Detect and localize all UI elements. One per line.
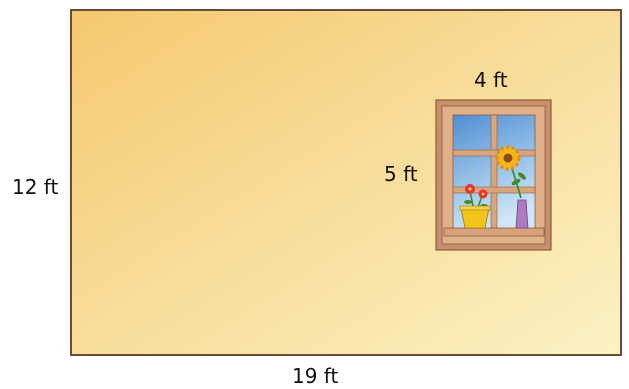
wall-height-label: 12 ft bbox=[12, 175, 59, 199]
vase bbox=[515, 199, 529, 229]
window-mullion-horizontal-2 bbox=[452, 186, 536, 194]
window-width-label: 4 ft bbox=[474, 68, 508, 92]
wall-width-label: 19 ft bbox=[292, 364, 339, 388]
window-height-label: 5 ft bbox=[384, 162, 418, 186]
flower-pot bbox=[460, 207, 490, 229]
window-mullion-vertical bbox=[490, 114, 498, 233]
potted-flower bbox=[459, 184, 491, 229]
sunflower-icon bbox=[495, 145, 521, 171]
window-sill bbox=[443, 227, 545, 237]
window-mullion-horizontal-1 bbox=[452, 149, 536, 157]
vase-sunflower bbox=[495, 145, 529, 229]
window bbox=[435, 99, 552, 251]
